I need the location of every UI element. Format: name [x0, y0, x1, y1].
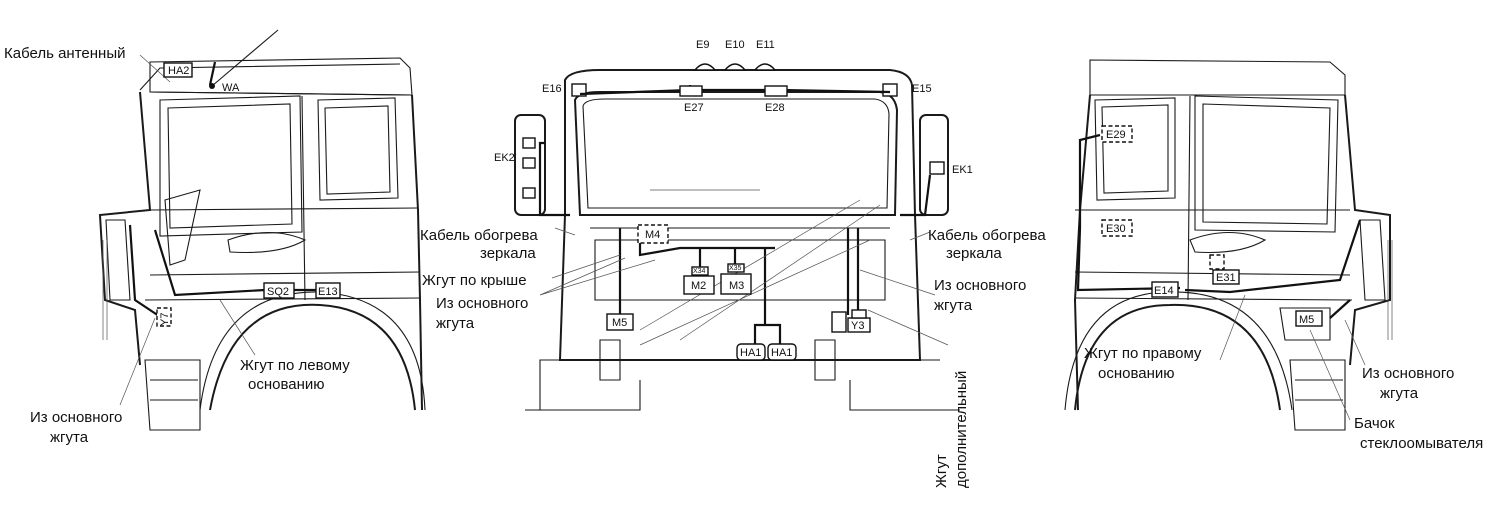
- code-m2: M2: [691, 280, 706, 292]
- label-mirror-heat-right-2: зеркала: [946, 245, 1002, 262]
- code-e29: E29: [1106, 129, 1126, 141]
- label-extra-harness-2: дополнительный: [953, 371, 970, 488]
- code-e28: E28: [765, 102, 785, 114]
- label-washer-1: Бачок: [1354, 415, 1395, 432]
- code-sq2: SQ2: [267, 286, 289, 298]
- code-y7: Y7: [159, 313, 171, 326]
- code-ek1: EK1: [952, 164, 973, 176]
- right-cab-view: [1064, 59, 1393, 431]
- code-e31: E31: [1216, 272, 1236, 284]
- code-m4: M4: [645, 229, 660, 241]
- left-cab-view: [98, 29, 426, 431]
- code-e27: E27: [684, 102, 704, 114]
- code-e13: E13: [318, 286, 338, 298]
- front-cab-view: [514, 63, 960, 411]
- label-right-harness-1: Жгут по правому: [1084, 345, 1202, 362]
- label-mirror-heat-left-2: зеркала: [480, 245, 536, 262]
- label-main-center-left-2: жгута: [436, 315, 475, 332]
- code-e10: E10: [725, 39, 745, 51]
- label-right-harness-2: основанию: [1098, 365, 1175, 382]
- label-washer-2: стеклоомывателя: [1360, 435, 1483, 452]
- label-main-right-1: Из основного: [1362, 365, 1454, 382]
- code-wa: WA: [222, 82, 240, 94]
- code-ek2: EK2: [494, 152, 515, 164]
- code-x34: X34: [693, 268, 706, 275]
- label-roof-harness: Жгут по крыше: [422, 272, 527, 289]
- label-extra-harness-1: Жгут: [933, 454, 950, 488]
- label-main-center-right-2: жгута: [934, 297, 973, 314]
- code-e9: E9: [696, 39, 709, 51]
- code-e15: E15: [912, 83, 932, 95]
- code-e16: E16: [542, 83, 562, 95]
- label-main-right-2: жгута: [1380, 385, 1419, 402]
- label-mirror-heat-left-1: Кабель обогрева: [420, 227, 538, 244]
- label-left-harness-1: Жгут по левому: [240, 357, 350, 374]
- label-main-center-left-1: Из основного: [436, 295, 528, 312]
- code-ha1-b: HA1: [771, 347, 792, 359]
- code-e14: E14: [1154, 285, 1174, 297]
- code-m3: M3: [729, 280, 744, 292]
- code-e11: E11: [756, 39, 775, 51]
- code-x35: X35: [729, 265, 742, 272]
- code-y3: Y3: [851, 320, 864, 332]
- code-m5-right: M5: [1299, 314, 1314, 326]
- label-mirror-heat-right-1: Кабель обогрева: [928, 227, 1046, 244]
- code-m5-center: M5: [612, 317, 627, 329]
- label-main-center-right-1: Из основного: [934, 277, 1026, 294]
- code-ha1-a: HA1: [740, 347, 761, 359]
- label-main-harness-left-2: жгута: [50, 429, 89, 446]
- label-main-harness-left-1: Из основного: [30, 409, 122, 426]
- code-e30: E30: [1106, 223, 1126, 235]
- code-ha2: HA2: [168, 65, 189, 77]
- label-antenna-cable: Кабель антенный: [4, 45, 125, 62]
- label-left-harness-2: основанию: [248, 376, 325, 393]
